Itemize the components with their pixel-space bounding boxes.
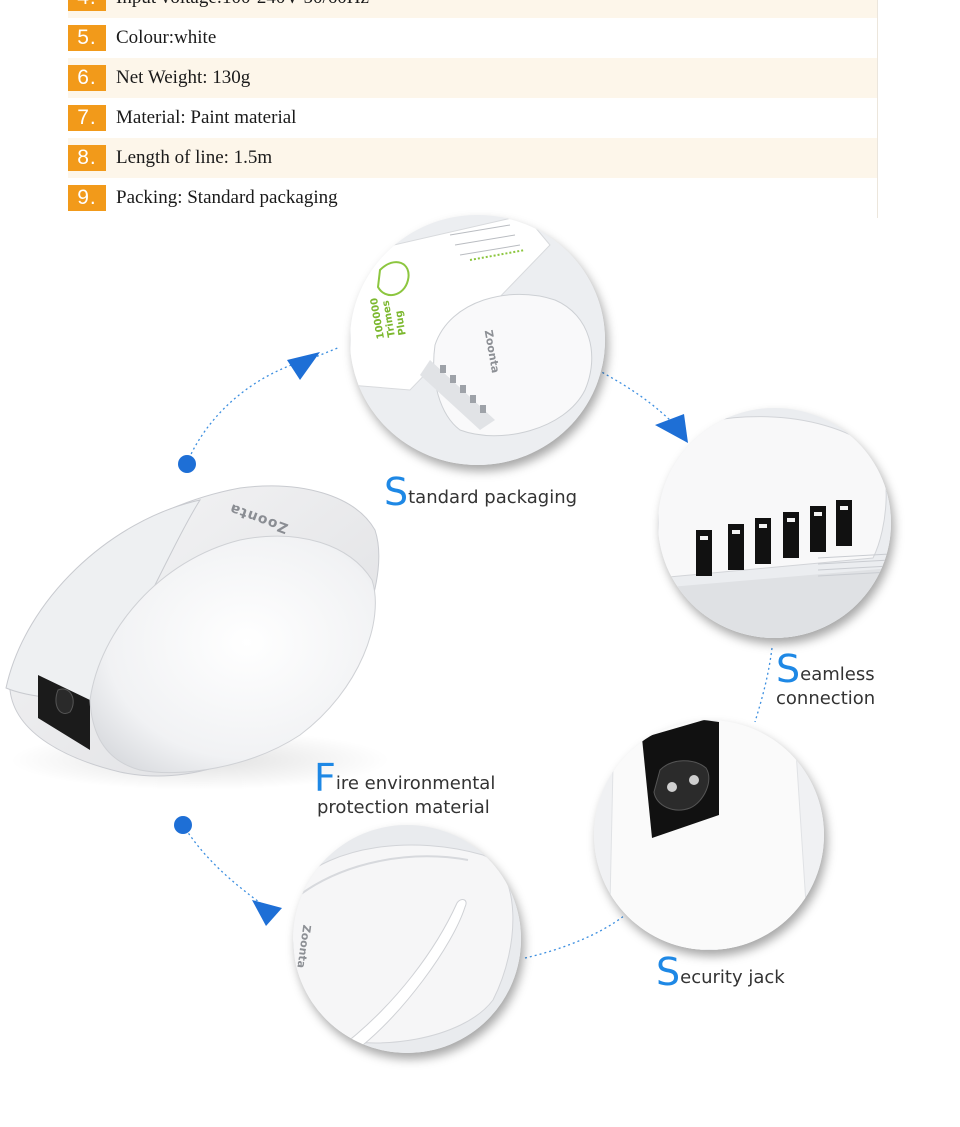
- spec-text: Length of line: 1.5m: [116, 147, 273, 168]
- spec-number-badge: 8.: [68, 145, 106, 171]
- caption-initial: S: [656, 950, 681, 994]
- usb-ports-photo: [658, 408, 891, 638]
- caption-initial: F: [314, 756, 336, 800]
- caption-text: protection material: [317, 797, 490, 818]
- arrow-icon: [655, 414, 688, 443]
- spec-row: 7. Material: Paint material: [68, 98, 878, 138]
- power-jack-photo: [594, 720, 824, 950]
- spec-number-badge: 7.: [68, 105, 106, 131]
- spec-row: 8. Length of line: 1.5m: [68, 138, 878, 178]
- caption-text: ire environmental: [335, 773, 496, 794]
- caption-text: connection: [776, 688, 876, 709]
- arrow-icon: [287, 352, 320, 380]
- caption-text: ecurity jack: [680, 967, 785, 988]
- caption-standard-packaging: Standard packaging: [384, 473, 578, 511]
- row-divider: [877, 138, 878, 178]
- caption-security-jack: Security jack: [656, 953, 785, 991]
- spec-row: 5. Colour:white: [68, 18, 878, 58]
- spec-number-badge: 4.: [68, 0, 106, 11]
- spec-text: Packing: Standard packaging: [116, 187, 338, 208]
- spec-number-badge: 9.: [68, 185, 106, 211]
- spec-text: Input voltage:100-240V 50/60Hz: [116, 0, 369, 18]
- row-divider: [877, 178, 878, 218]
- row-divider: [877, 58, 878, 98]
- caption-text: tandard packaging: [408, 487, 578, 508]
- dot-marker: [178, 455, 196, 473]
- spec-text: Material: Paint material: [116, 107, 297, 128]
- spec-list: 4. Input voltage:100-240V 50/60Hz 5. Col…: [68, 0, 878, 218]
- caption-initial: S: [384, 470, 409, 514]
- row-divider: [877, 98, 878, 138]
- dot-marker: [174, 816, 192, 834]
- main-product-image: [5, 485, 390, 790]
- package-label: 100000 Trimes Plug: [369, 293, 409, 340]
- packaging-photo: [350, 215, 605, 465]
- spec-text: Net Weight: 130g: [116, 67, 251, 88]
- caption-fire-protection: Fire environmental protection material: [314, 759, 496, 820]
- spec-row: 9. Packing: Standard packaging: [68, 178, 878, 218]
- spec-text: Colour:white: [116, 27, 217, 48]
- spec-row: 4. Input voltage:100-240V 50/60Hz: [68, 0, 878, 18]
- arrow-icon: [252, 900, 282, 926]
- row-divider: [877, 18, 878, 58]
- spec-number-badge: 5.: [68, 25, 106, 51]
- caption-seamless-connection: Seamless connection: [776, 650, 876, 711]
- shell-closeup-photo: [293, 825, 521, 1053]
- spec-row: 6. Net Weight: 130g: [68, 58, 878, 98]
- row-divider: [877, 0, 878, 18]
- caption-initial: S: [776, 647, 801, 691]
- spec-number-badge: 6.: [68, 65, 106, 91]
- caption-text: eamless: [800, 664, 875, 685]
